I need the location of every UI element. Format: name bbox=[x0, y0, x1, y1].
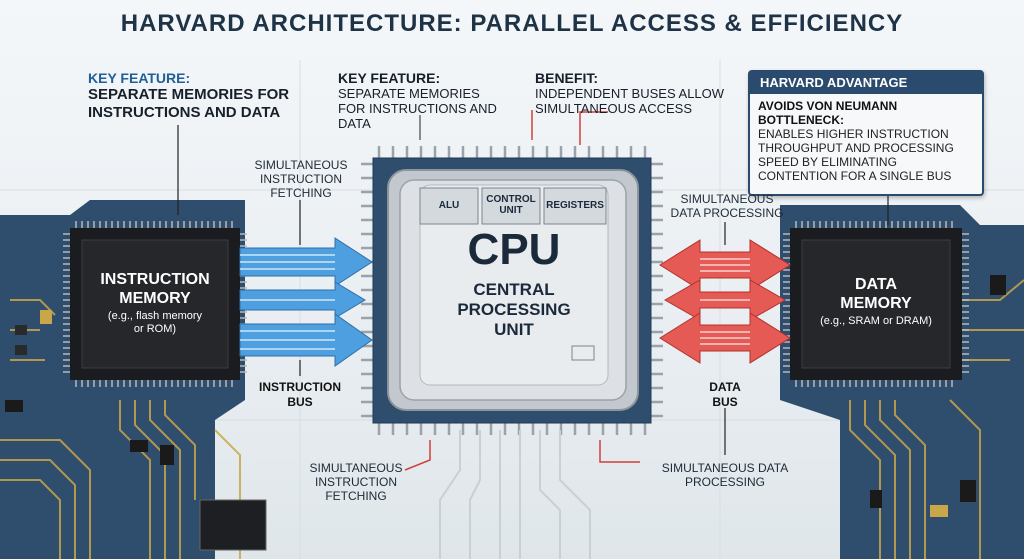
benefit: BENEFIT: INDEPENDENT BUSES ALLOW SIMULTA… bbox=[535, 70, 725, 116]
instruction-memory-subtitle: (e.g., flash memory or ROM) bbox=[107, 310, 203, 335]
data-memory-subtitle: (e.g., SRAM or DRAM) bbox=[820, 315, 932, 327]
harvard-advantage-heading: HARVARD ADVANTAGE bbox=[750, 72, 982, 94]
sim-data-bottom-label: SIMULTANEOUS DATA PROCESSING bbox=[661, 461, 789, 489]
instruction-memory-chip bbox=[63, 221, 247, 387]
cpu-control-unit-label: CONTROL UNIT bbox=[486, 194, 536, 216]
harvard-advantage-body: ENABLES HIGHER INSTRUCTION THROUGHPUT AN… bbox=[758, 127, 954, 183]
cpu-package bbox=[361, 146, 663, 435]
cpu-subtitle-1: CENTRAL bbox=[473, 280, 555, 299]
data-bus-label: DATA BUS bbox=[709, 380, 741, 409]
instruction-memory-title-2: MEMORY bbox=[119, 290, 191, 307]
key-feature-mid-body: SEPARATE MEMORIES FOR INSTRUCTIONS AND D… bbox=[338, 86, 497, 131]
page-title: HARVARD ARCHITECTURE: PARALLEL ACCESS & … bbox=[120, 10, 904, 37]
harvard-advantage-box: HARVARD ADVANTAGE AVOIDS VON NEUMANN BOT… bbox=[748, 70, 984, 196]
benefit-body: INDEPENDENT BUSES ALLOW SIMULTANEOUS ACC… bbox=[535, 86, 725, 116]
instruction-memory-title-1: INSTRUCTION bbox=[100, 271, 210, 288]
sim-data-top-label: SIMULTANEOUS DATA PROCESSING bbox=[670, 192, 784, 220]
instruction-bus-label: INSTRUCTION BUS bbox=[259, 380, 341, 409]
sim-instruction-bottom-label: SIMULTANEOUS INSTRUCTION FETCHING bbox=[309, 461, 403, 503]
instruction-memory-label: INSTRUCTION MEMORY (e.g., flash memory o… bbox=[82, 270, 228, 336]
key-feature-mid-heading: KEY FEATURE: bbox=[338, 70, 441, 86]
instruction-bus-arrows bbox=[239, 237, 373, 367]
cpu-bottom-traces bbox=[439, 430, 591, 559]
data-memory-label: DATA MEMORY (e.g., SRAM or DRAM) bbox=[802, 275, 950, 328]
key-feature-left: KEY FEATURE: SEPARATE MEMORIES FOR INSTR… bbox=[88, 70, 308, 122]
cpu-subtitle-2: PROCESSING bbox=[457, 300, 571, 319]
data-memory-title-1: DATA bbox=[854, 276, 898, 293]
key-feature-left-heading: KEY FEATURE: bbox=[88, 70, 191, 86]
key-feature-mid: KEY FEATURE: SEPARATE MEMORIES FOR INSTR… bbox=[338, 70, 508, 131]
data-bus-arrows bbox=[659, 239, 791, 364]
cpu-title: CPU bbox=[467, 225, 561, 274]
cpu-subtitle-3: UNIT bbox=[494, 320, 534, 339]
pointer-lines-red bbox=[404, 110, 640, 471]
harvard-advantage-bold: AVOIDS VON NEUMANN BOTTLENECK: bbox=[758, 99, 898, 127]
cpu-registers-label: REGISTERS bbox=[546, 200, 604, 211]
pointer-lines bbox=[177, 125, 889, 455]
cpu-alu-label: ALU bbox=[438, 200, 460, 211]
data-memory-chip bbox=[783, 221, 969, 387]
data-memory-title-2: MEMORY bbox=[840, 295, 912, 312]
key-feature-left-body: SEPARATE MEMORIES FOR INSTRUCTIONS AND D… bbox=[88, 86, 290, 121]
benefit-heading: BENEFIT: bbox=[535, 70, 598, 86]
cpu-label: CPU CENTRAL PROCESSING UNIT bbox=[420, 226, 608, 340]
sim-instruction-top-label: SIMULTANEOUS INSTRUCTION FETCHING bbox=[254, 158, 348, 200]
